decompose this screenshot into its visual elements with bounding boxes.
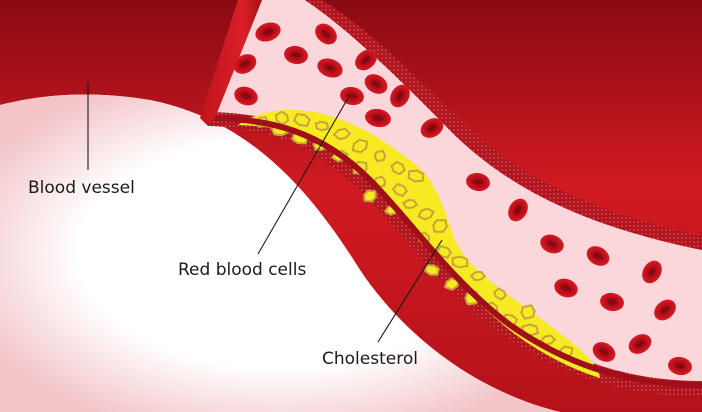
plaque-cell [432,219,448,233]
red-blood-cell [668,356,692,376]
plaque-edge [214,115,702,388]
red-blood-cell [420,118,444,138]
plaque-cell [469,270,487,282]
plaque-cell [363,189,377,203]
red-blood-cell [642,260,662,284]
red-blood-cell [355,49,377,71]
red-blood-cells-leader [257,97,349,255]
red-blood-cell [592,342,616,362]
plaque-cell [407,169,425,183]
background-curve [0,94,560,412]
red-blood-cell [540,234,564,254]
plaque-cell [314,120,330,132]
red-blood-cell [255,22,281,42]
red-blood-cell [315,23,337,45]
red-blood-cell [586,246,610,266]
red-blood-cell [466,172,490,192]
red-blood-cell [365,108,391,128]
cholesterol-leader [377,239,443,343]
plaque-cell [401,199,419,209]
vessel-cut-face [200,0,262,126]
plaque-cell [351,138,369,154]
red-blood-cell [508,198,528,222]
red-blood-cells-group [233,22,692,376]
plaque-cell [424,264,440,276]
red-blood-cell [233,54,257,74]
red-blood-cell [284,45,308,65]
red-blood-cells-label: Red blood cells [178,260,306,280]
red-blood-cell [628,334,652,354]
vessel-lumen [215,0,702,385]
red-blood-cell [317,58,343,78]
red-blood-cell [390,84,410,108]
cholesterol-plaque [238,109,600,379]
red-blood-cell [234,86,258,106]
red-blood-cell [654,299,676,321]
plaque-cell [417,207,435,221]
plaque-cell [451,255,469,269]
plaque-cell [292,112,312,128]
cholesterol-label: Cholesterol [322,349,418,369]
plaque-cell [520,304,536,320]
plaque-cell [493,287,507,301]
red-blood-cell [554,278,578,298]
blood-vessel-label: Blood vessel [28,178,135,198]
upper-wall-band [305,0,702,250]
red-blood-cell [364,74,388,94]
red-blood-cell [600,292,624,312]
plaque-cell [390,160,406,176]
plaque-cell [332,127,352,141]
plaque-cell [391,182,409,198]
plaque-cell [373,149,387,163]
